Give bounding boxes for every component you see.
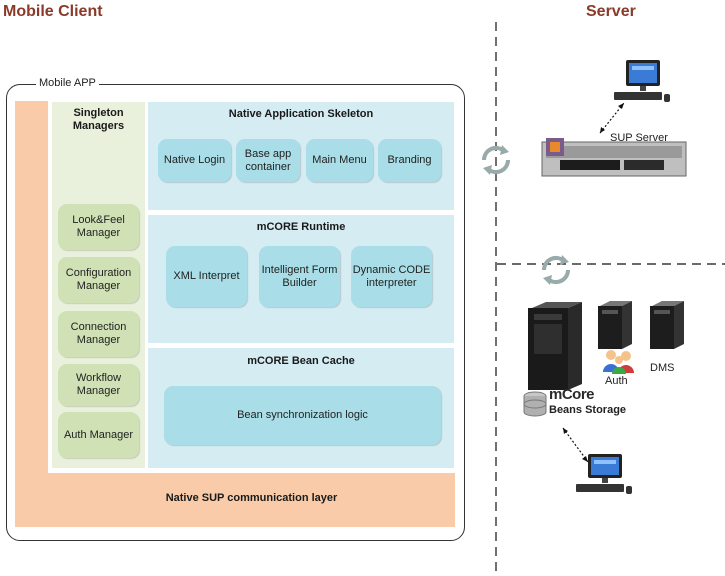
workflow-manager: Workflow Manager <box>58 364 139 406</box>
bean-sync-logic-label: Bean synchronization logic <box>237 409 368 421</box>
sup-link-arrowhead-bottom <box>600 127 605 133</box>
mobile-app-frame <box>6 84 465 541</box>
connection-manager-label: Connection Manager <box>70 321 127 346</box>
workflow-manager-label: Workflow Manager <box>75 372 122 397</box>
mcore-bean-cache-title: mCORE Bean Cache <box>247 355 355 367</box>
server-tower-icon <box>528 302 582 390</box>
storage-link-arrowhead-top <box>563 428 568 434</box>
desktop-computer-icon <box>614 60 670 102</box>
look-feel-manager-label: Look&Feel Manager <box>72 214 125 239</box>
sup-server-label: SUP Server <box>610 132 668 144</box>
communication-layer-side <box>15 101 48 527</box>
server-title: Server <box>586 3 636 20</box>
communication-layer-bottom <box>15 473 455 527</box>
main-menu-box: Main Menu <box>306 139 373 182</box>
dms-server-icon <box>650 301 684 349</box>
database-icon <box>523 391 547 417</box>
sup-link-arrowhead-top <box>618 103 624 109</box>
desktop-computer-icon-2 <box>576 454 632 494</box>
bean-sync-logic-box: Bean synchronization logic <box>164 386 441 445</box>
auth-label: Auth <box>605 375 628 387</box>
branding-box: Branding <box>378 139 441 182</box>
storage-link-arrowhead-bottom <box>582 456 588 462</box>
dynamic-code-interpreter-label: Dynamic CODE interpreter <box>352 263 431 289</box>
singleton-managers-title: Singleton Managers <box>72 107 125 132</box>
configuration-manager-label: Configuration Manager <box>65 267 132 292</box>
configuration-manager: Configuration Manager <box>58 257 139 303</box>
auth-manager: Auth Manager <box>58 412 139 458</box>
auth-server-icon <box>598 301 632 349</box>
storage-link-arrow <box>562 427 589 463</box>
beans-storage-label: Beans Storage <box>549 404 627 416</box>
sync-cycle-icon-2 <box>541 255 571 285</box>
sup-server-icon <box>541 138 687 177</box>
intelligent-form-builder-label: Intelligent Form Builder <box>261 263 338 289</box>
communication-layer-label: Native SUP communication layer <box>165 492 338 504</box>
native-app-skeleton-title: Native Application Skeleton <box>228 108 374 120</box>
intelligent-form-builder-box: Intelligent Form Builder <box>259 246 340 307</box>
main-menu-label: Main Menu <box>312 154 367 166</box>
mcore-runtime-title: mCORE Runtime <box>256 221 346 233</box>
dms-label: DMS <box>650 362 675 374</box>
auth-manager-label: Auth Manager <box>63 428 134 441</box>
mobile-client-title: Mobile Client <box>3 3 103 20</box>
dynamic-code-interpreter-box: Dynamic CODE interpreter <box>351 246 432 307</box>
branding-label: Branding <box>387 154 432 166</box>
look-feel-manager: Look&Feel Manager <box>58 204 139 250</box>
native-login-label: Native Login <box>163 154 226 166</box>
sync-cycle-icon <box>481 145 511 175</box>
sup-link-arrow <box>599 102 625 134</box>
mcore-logo: mCore <box>549 386 595 403</box>
connection-manager: Connection Manager <box>58 311 139 357</box>
native-login-box: Native Login <box>158 139 231 182</box>
base-app-container-box: Base app container <box>236 139 300 182</box>
mobile-app-label: Mobile APP <box>36 77 99 89</box>
xml-interpret-box: XML Interpret <box>166 246 247 307</box>
base-app-container-label: Base app container <box>244 147 292 173</box>
users-icon <box>603 350 634 374</box>
xml-interpret-label: XML Interpret <box>173 270 240 282</box>
